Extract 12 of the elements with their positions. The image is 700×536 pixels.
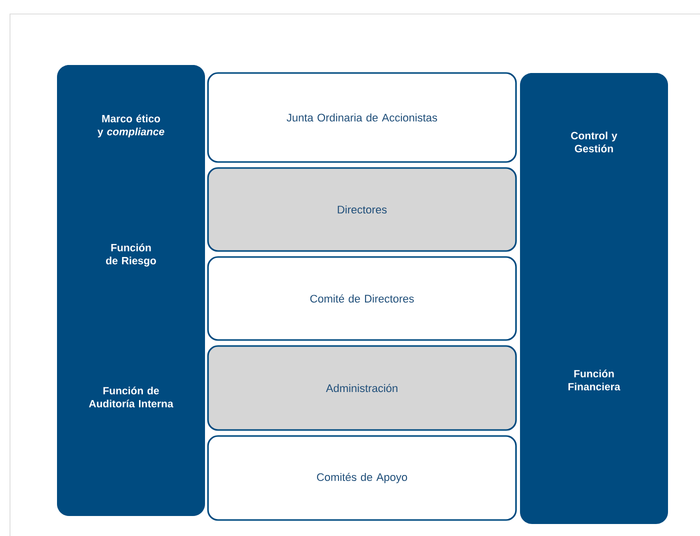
level-box: Junta Ordinaria de Accionistas — [207, 72, 517, 163]
level-box: Comités de Apoyo — [207, 435, 517, 521]
panel-label: Control y Gestión — [571, 132, 618, 152]
side-panel — [57, 65, 205, 516]
panel-label: Función de Auditoría Interna — [88, 386, 174, 408]
level-box: Administración — [207, 345, 517, 431]
side-panel — [520, 73, 668, 524]
level-box: Directores — [207, 167, 517, 252]
panel-label: Función de Riesgo — [106, 244, 156, 266]
level-box: Comité de Directores — [207, 256, 517, 341]
panel-label: Función Financiera — [568, 370, 620, 390]
panel-label: Marco ético y compliance — [98, 114, 164, 138]
